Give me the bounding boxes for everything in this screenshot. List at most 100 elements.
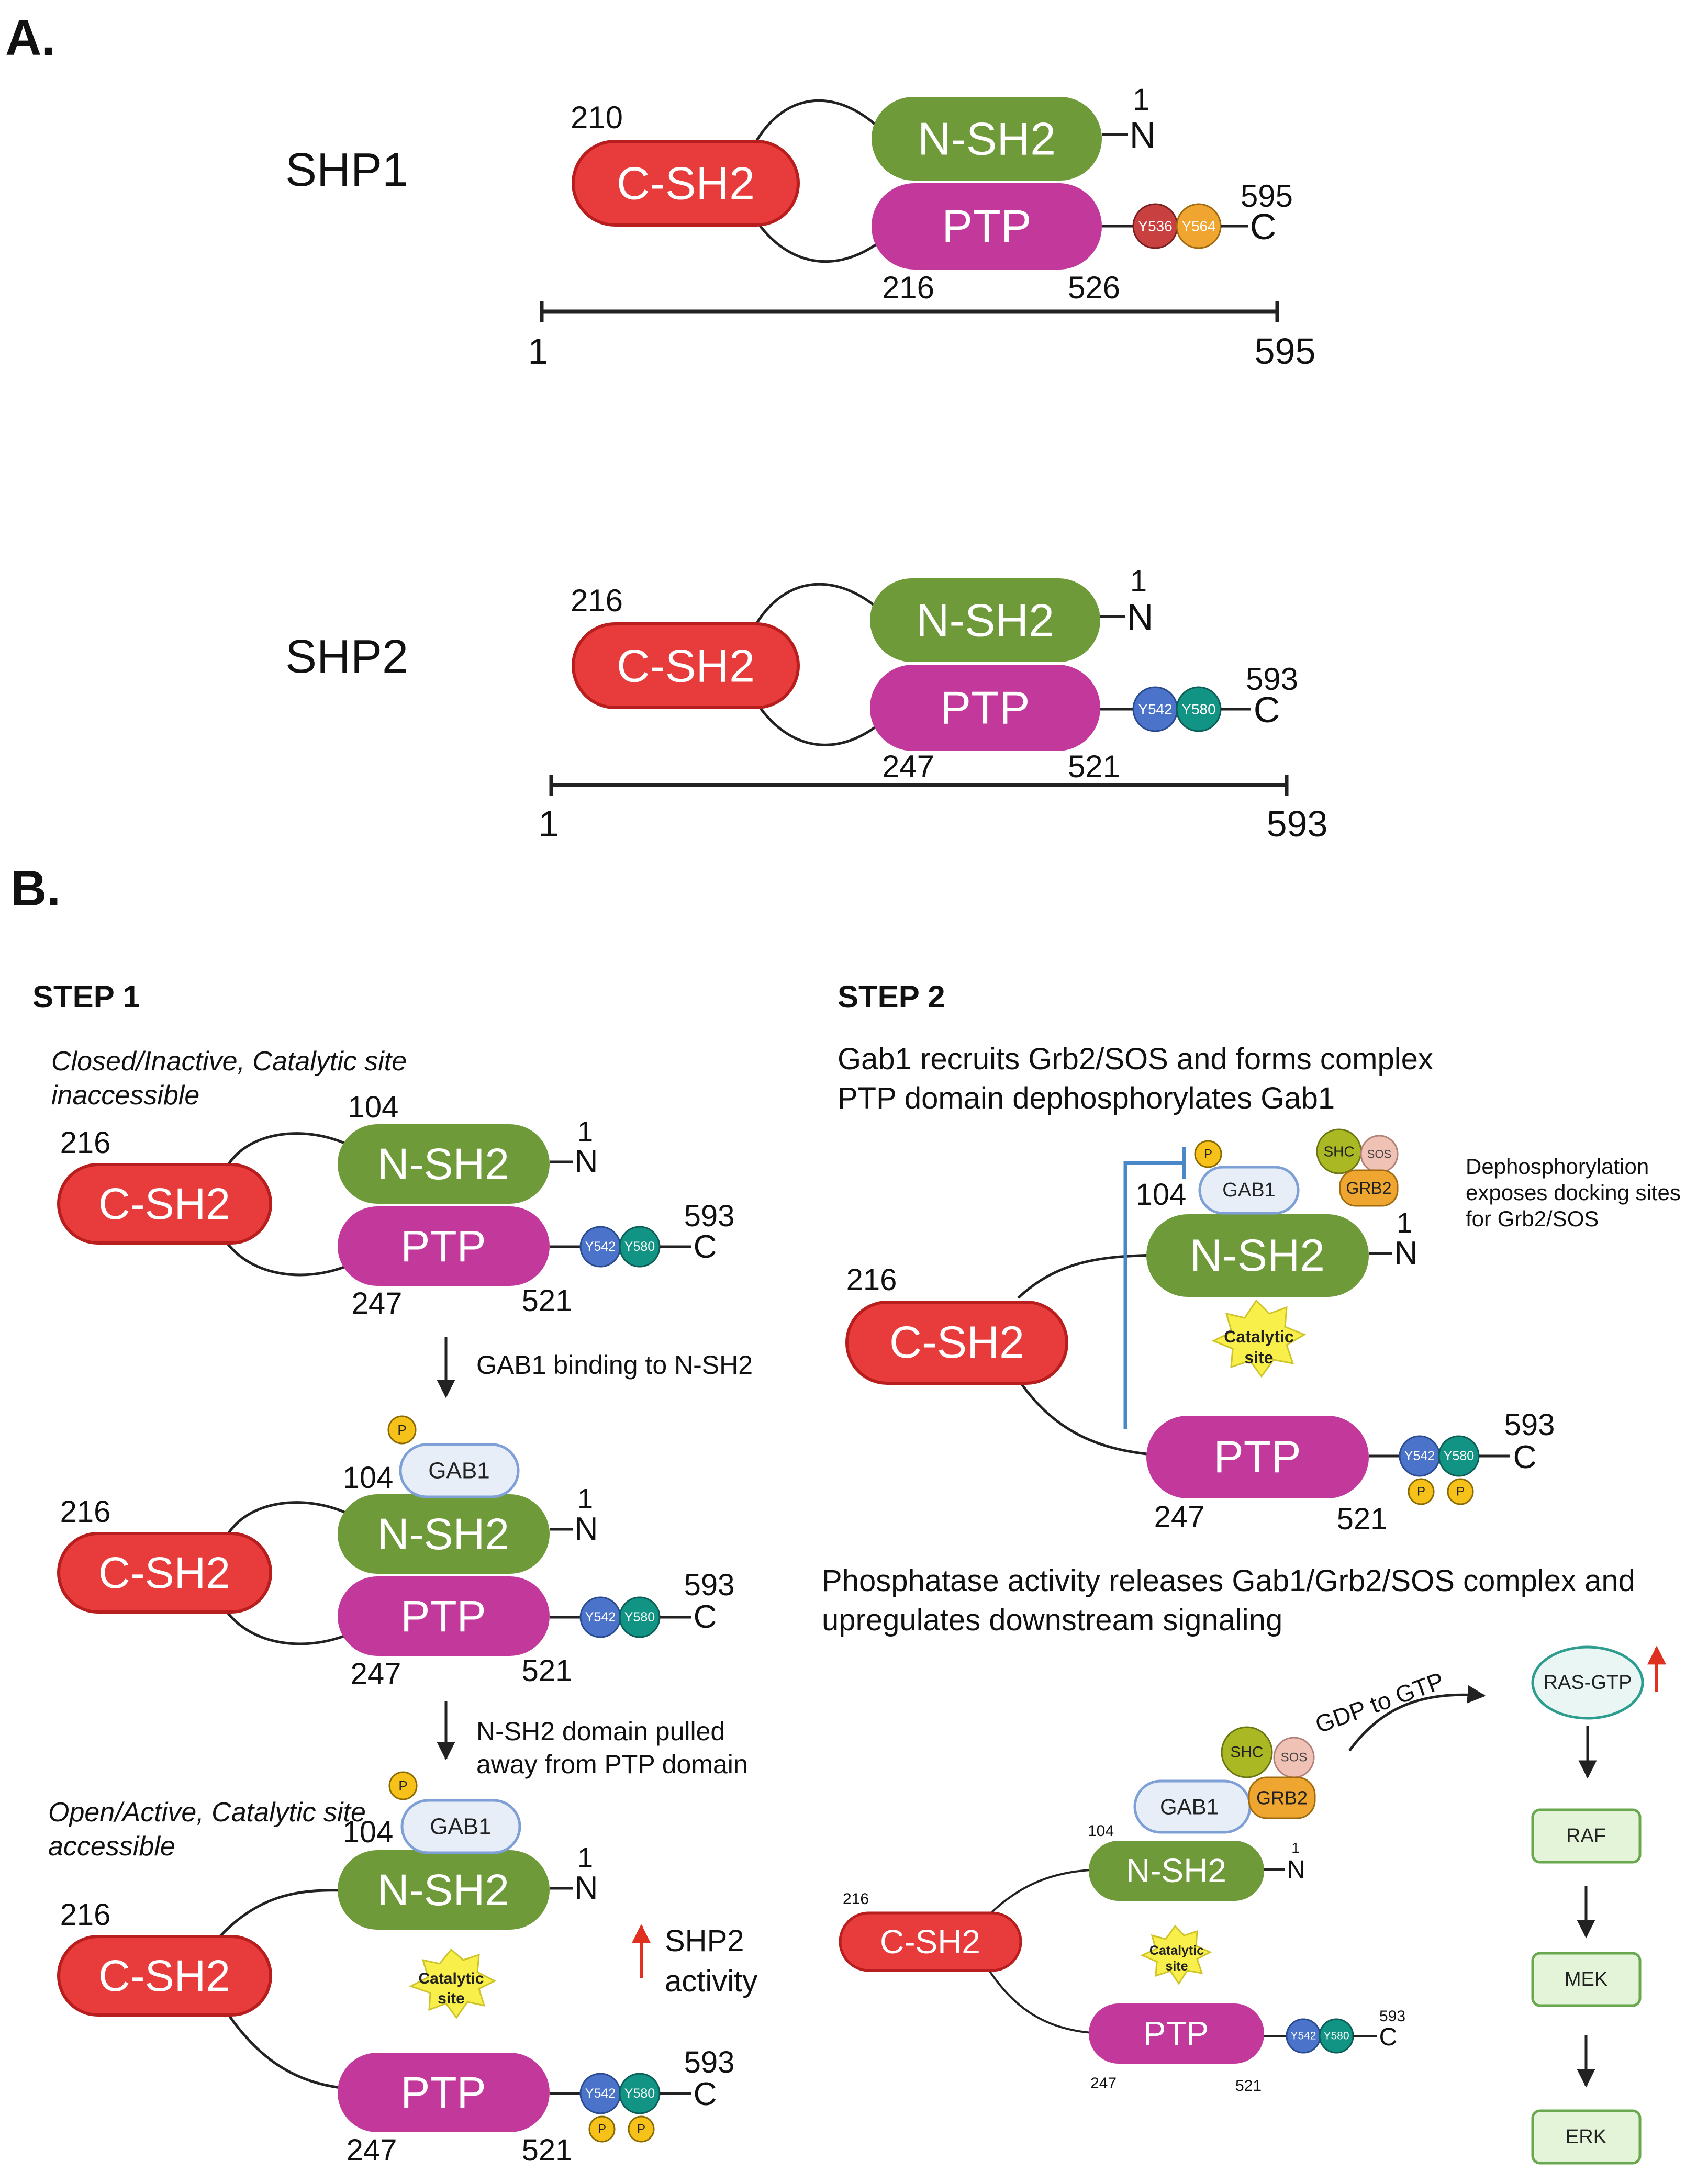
shp2-c-sh2-domain <box>572 622 800 709</box>
small-n-sh2-label: N-SH2 <box>1126 1852 1226 1889</box>
shp1-domain-diagram: SHP1 C-SH2 N-SH2 PTP 210 1 N Y536 Y564 5… <box>285 83 1315 372</box>
small-c-sh2-label: C-SH2 <box>880 1923 980 1961</box>
closed-num-216: 216 <box>60 1126 111 1160</box>
open-n-terminus: N <box>575 1870 598 1906</box>
shp2-c-terminus: C <box>1254 689 1280 730</box>
step1-open-caption-line2: accessible <box>48 1831 175 1862</box>
step2-shc-label: SHC <box>1323 1144 1354 1160</box>
release-text-line2: upregulates downstream signaling <box>822 1603 1282 1637</box>
step2-c-terminus: C <box>1513 1439 1537 1475</box>
dephosphorylation-note-line2: exposes docking sites <box>1466 1180 1681 1205</box>
step1-arrow1-label: GAB1 binding to N-SH2 <box>476 1350 753 1380</box>
closed-y542-label: Y542 <box>585 1239 616 1254</box>
shp1-num-210: 210 <box>571 100 623 135</box>
step2-y580-phospho-label: P <box>1456 1485 1465 1499</box>
bound-y542-label: Y542 <box>585 1610 616 1625</box>
open-num-247: 247 <box>347 2133 397 2167</box>
step2-small-shp2: C-SH2 N-SH2 PTP Catalytic site 216 104 1… <box>839 1822 1405 2095</box>
open-catalytic-label-2: site <box>438 1990 465 2007</box>
released-sos-label: SOS <box>1281 1751 1308 1765</box>
small-y580-label: Y580 <box>1323 2030 1349 2042</box>
closed-n-sh2-domain <box>338 1124 550 1204</box>
step2-linker-top <box>1017 1253 1157 1299</box>
open-y580-phospho-label: P <box>637 2122 645 2136</box>
shp2-n-sh2-domain <box>870 578 1100 662</box>
shp2-activity-label-line2: activity <box>665 1964 757 1998</box>
step1-open-shp2: C-SH2 N-SH2 PTP GAB1 P Catalytic site 21… <box>57 1771 734 2167</box>
open-gab1-phospho <box>388 1771 418 1800</box>
closed-num-521: 521 <box>522 1284 573 1318</box>
open-y580-label: Y580 <box>624 2086 655 2101</box>
shp2-ptp-domain <box>870 665 1100 751</box>
bound-y580-label: Y580 <box>624 1610 655 1625</box>
ras-gtp-node <box>1531 1645 1644 1720</box>
step2-heading-line1: Gab1 recruits Grb2/SOS and forms complex <box>838 1042 1433 1076</box>
step2-num-104: 104 <box>1136 1178 1187 1212</box>
open-gab1-label: GAB1 <box>430 1814 491 1840</box>
shp1-y536-label: Y536 <box>1138 218 1172 234</box>
closed-num-593: 593 <box>684 1199 735 1233</box>
shp2-domain-diagram: SHP2 C-SH2 N-SH2 PTP 216 1 N Y542 Y580 5… <box>285 564 1327 844</box>
erk-node <box>1531 2109 1642 2165</box>
dephosphorylation-note-line1: Dephosphorylation <box>1466 1154 1649 1179</box>
small-ptp-domain <box>1089 2003 1264 2064</box>
shp2-num-247: 247 <box>882 749 934 784</box>
step2-ptp-label: PTP <box>1213 1432 1301 1482</box>
raf-node <box>1531 1808 1642 1864</box>
step2-catalytic-label-2: site <box>1244 1348 1273 1367</box>
step2-gab1-adaptor <box>1198 1166 1300 1215</box>
bound-num-521: 521 <box>522 1654 573 1688</box>
shp2-y542-label: Y542 <box>1138 701 1172 718</box>
step1-gab1-bound-shp2: C-SH2 N-SH2 PTP GAB1 P 216 104 1 N Y542 … <box>57 1415 734 1691</box>
step2-gab1-phospho-label: P <box>1204 1147 1212 1161</box>
closed-ptp-label: PTP <box>400 1222 486 1271</box>
dephosphorylation-note-line3: for Grb2/SOS <box>1466 1206 1599 1231</box>
shp2-y580-label: Y580 <box>1181 701 1215 718</box>
step2-num-216: 216 <box>846 1263 897 1297</box>
shp2-name: SHP2 <box>285 631 408 683</box>
open-c-sh2-domain <box>57 1935 272 2017</box>
open-y542-phospho <box>588 2115 616 2143</box>
step2-num-247: 247 <box>1154 1500 1205 1534</box>
shp1-ptp-domain <box>872 183 1102 270</box>
step2-grb2-label: GRB2 <box>1346 1179 1391 1197</box>
step2-title: STEP 2 <box>838 979 945 1014</box>
small-num-1: 1 <box>1291 1840 1300 1856</box>
bound-gab1-phospho <box>387 1415 417 1445</box>
bound-n-sh2-label: N-SH2 <box>377 1509 509 1559</box>
small-y542-label: Y542 <box>1290 2030 1316 2042</box>
small-num-247: 247 <box>1090 2075 1117 2092</box>
panel-b-label: B. <box>10 860 61 916</box>
shp2-num-1: 1 <box>1130 564 1147 598</box>
step1-arrow2-label-line2: away from PTP domain <box>476 1750 748 1779</box>
shp1-c-sh2-label: C-SH2 <box>617 158 755 209</box>
gdp-to-gtp-arrow <box>1348 1685 1486 1752</box>
gdp-to-gtp-label: GDP to GTP <box>1312 1667 1448 1739</box>
small-n-sh2-domain <box>1089 1841 1264 1901</box>
raf-label: RAF <box>1566 1825 1606 1847</box>
shp2-num-216: 216 <box>571 583 623 618</box>
released-grb2-label: GRB2 <box>1256 1787 1308 1809</box>
small-num-104: 104 <box>1088 1822 1114 1840</box>
shp1-num-1: 1 <box>1133 83 1149 117</box>
small-linker-bottom <box>983 1962 1100 2034</box>
bound-gab1-phospho-label: P <box>397 1422 406 1438</box>
open-catalytic-site-star <box>409 1948 497 2019</box>
step1-closed-shp2: C-SH2 N-SH2 PTP 216 104 1 N Y542 Y580 59… <box>57 1090 735 1320</box>
step2-n-sh2-domain <box>1146 1214 1369 1297</box>
small-c-terminus: C <box>1379 2023 1398 2051</box>
step2-heading-line2: PTP domain dephosphorylates Gab1 <box>838 1081 1335 1115</box>
small-n-terminus: N <box>1287 1856 1305 1884</box>
step1-open-caption-line1: Open/Active, Catalytic site <box>48 1797 366 1828</box>
step2-y542-phospho <box>1408 1478 1435 1505</box>
open-ptp-label: PTP <box>400 2068 486 2117</box>
step2-catalytic-site-star <box>1211 1299 1307 1378</box>
shp1-name: SHP1 <box>285 144 408 196</box>
closed-y580-label: Y580 <box>624 1239 655 1254</box>
closed-c-terminus: C <box>694 1229 717 1265</box>
shp2-activity-label-line1: SHP2 <box>665 1924 744 1958</box>
step2-linker-bottom <box>1017 1378 1157 1457</box>
step2-num-593: 593 <box>1504 1408 1555 1442</box>
mek-node <box>1531 1952 1642 2007</box>
